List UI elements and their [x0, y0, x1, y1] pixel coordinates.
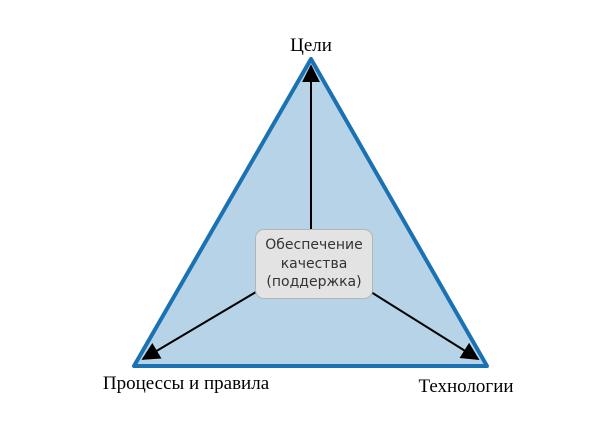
vertex-label-processes: Процессы и правила — [102, 373, 270, 394]
center-node-line: (поддержка) — [266, 274, 362, 291]
vertex-label-technologies: Технологии — [418, 376, 514, 397]
center-node-line: качества — [280, 255, 348, 272]
center-node: Обеспечение качества (поддержка) — [255, 229, 373, 299]
arrow-to-processes — [141, 291, 257, 360]
arrow-to-technologies — [370, 291, 480, 360]
center-node-line: Обеспечение — [265, 236, 363, 253]
vertex-label-goals: Цели — [290, 35, 332, 56]
